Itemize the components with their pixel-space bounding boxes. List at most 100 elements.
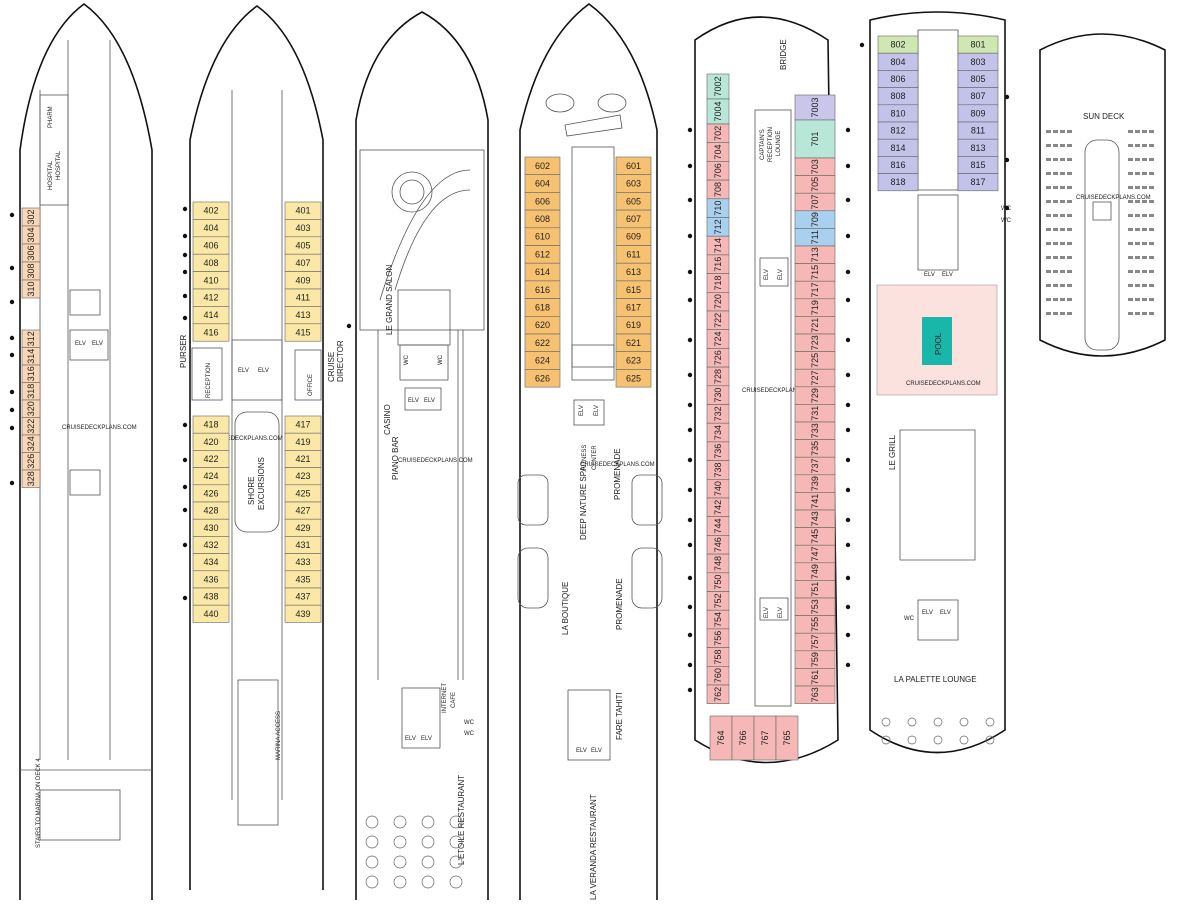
marker-dot [182,269,188,275]
elevator-label: ELV [778,269,784,280]
lounger-icon [1128,200,1133,203]
table-icon [421,815,435,829]
marker-dot [182,233,188,239]
cabin-number: 622 [535,338,550,348]
deck-6: 602604606608610612614616618620622624626 … [517,3,663,900]
marker-dot [9,352,15,358]
cabin-number: 712 [713,219,723,234]
lounger-icon [1046,228,1051,231]
lounger-icon [1149,270,1154,273]
cabin [21,469,41,488]
lounger-icon [1128,270,1133,273]
cabin-number: 429 [295,523,310,533]
cabin [794,119,836,159]
cabin-number: 750 [713,575,723,590]
cabin-number: 747 [810,546,820,561]
cabin-number: 767 [760,730,770,745]
cabin-number: 624 [535,356,550,366]
lounger-icon [1053,144,1058,147]
cabin-number: 734 [713,425,723,440]
lounger-icon [1046,158,1051,161]
cabin-number: 718 [713,275,723,290]
cabin-number: 625 [626,373,641,383]
cabin [794,685,836,704]
marker-dot [687,662,693,668]
lounger-icon [1053,256,1058,259]
marker-dot [687,127,693,133]
seat-icon [959,717,969,727]
cabin-number: 717 [810,282,820,297]
elevator-label: ELV [576,748,587,754]
table-icon [449,815,463,829]
stairs-label: STAIRS TO MARINA ON DECK 4 [36,758,42,848]
cabin-number: 612 [535,249,550,259]
lounger-icon [1135,200,1140,203]
marker-dot [9,212,15,218]
elevator-label: ELV [594,405,600,416]
cabin-number: 714 [713,238,723,253]
cabin-number: 626 [535,373,550,383]
cabin-number: 759 [810,652,820,667]
elevator-label: ELV [408,398,419,404]
marker-dot [182,507,188,513]
lounger-icon [1060,312,1065,315]
lounger-icon [1060,242,1065,245]
lounger-icon [1060,298,1065,301]
marker-dot [182,595,188,601]
wc-label: WC [438,354,444,365]
wc-label: WC [904,616,915,622]
marker-dot [182,206,188,212]
watermark: CRUISEDECKPLANS.COM [906,381,981,387]
cabin-number: 426 [203,488,218,498]
marker-dot [687,427,693,433]
cabin-number: 618 [535,302,550,312]
lounger-icon [1149,214,1154,217]
lounger-icon [1060,200,1065,203]
cabin-number: 438 [203,592,218,602]
lounger-icon [1067,242,1072,245]
seat-icon [985,717,995,727]
marker-dot [687,337,693,343]
lounger-icon [1128,186,1133,189]
lounger-icon [1149,298,1154,301]
marker-dot [687,575,693,581]
wc-label: WC [464,731,475,737]
cabin-number: 764 [716,730,726,745]
cabin-number: 431 [295,540,310,550]
lounger-icon [1128,242,1133,245]
marker-dot [9,407,15,413]
cabin-number: 410 [203,275,218,285]
watermark: CRUISEDECKPLANS.COM [208,436,283,442]
cabin-number: 621 [626,338,641,348]
elevator-label: ELV [922,610,933,616]
seat-icon [959,735,969,745]
lounger-icon [1149,158,1154,161]
cabin-number: 439 [295,609,310,619]
cabin [192,604,230,623]
lounger-icon [1135,298,1140,301]
cabin-number: 609 [626,232,641,242]
captains-label: CAPTAIN'S [760,129,766,160]
cabin-number: 402 [203,206,218,216]
lounger-icon [1067,270,1072,273]
seat-icon [933,735,943,745]
lounger-icon [1135,186,1140,189]
lounger-icon [1142,298,1147,301]
cabin-number: 763 [810,687,820,702]
lounge-seating [881,717,995,745]
lounger-icon [1128,172,1133,175]
lounger-icon [1128,312,1133,315]
cabin-number: 310 [26,281,36,296]
elevator-label: ELV [258,368,269,374]
lounger-icon [1060,172,1065,175]
cabin-number: 744 [713,519,723,534]
cabin-number: 416 [203,328,218,338]
cabin-number: 312 [26,331,36,346]
lounger-icon [1067,214,1072,217]
cabin-number: 706 [713,163,723,178]
lounger-icon [1046,200,1051,203]
lounger-icon [1149,312,1154,315]
cabin-number: 328 [26,471,36,486]
lounger-icon [1142,242,1147,245]
reception-label: RECEPTION [206,363,212,398]
